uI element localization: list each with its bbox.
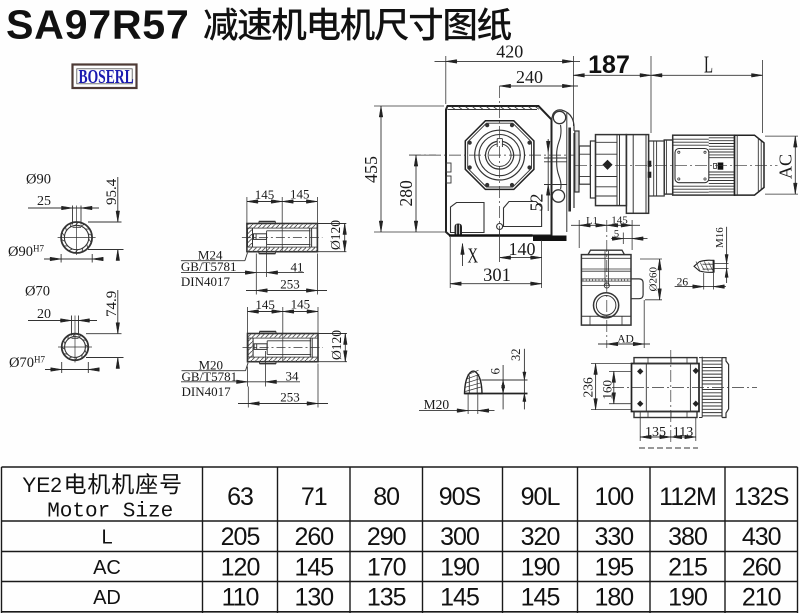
svg-text:BOSERL: BOSERL xyxy=(79,66,134,88)
svg-text:145: 145 xyxy=(290,187,310,202)
svg-text:110: 110 xyxy=(222,584,259,612)
svg-text:215: 215 xyxy=(668,554,707,582)
svg-text:GB/T5781: GB/T5781 xyxy=(181,259,237,274)
svg-text:DIN4017: DIN4017 xyxy=(182,384,232,399)
svg-text:90S: 90S xyxy=(439,483,481,511)
svg-text:120: 120 xyxy=(221,554,260,582)
svg-text:Ø120: Ø120 xyxy=(328,220,343,250)
svg-text:Ø90H7: Ø90H7 xyxy=(8,244,44,261)
svg-text:M24: M24 xyxy=(198,248,223,263)
svg-text:34: 34 xyxy=(286,369,300,384)
svg-text:145: 145 xyxy=(611,215,628,227)
svg-text:Ø260: Ø260 xyxy=(648,267,660,292)
svg-text:GB/T5781: GB/T5781 xyxy=(182,369,238,384)
svg-text:95.4: 95.4 xyxy=(104,178,120,205)
svg-text:6: 6 xyxy=(488,368,503,375)
svg-text:170: 170 xyxy=(367,554,406,582)
svg-text:Ø70H7: Ø70H7 xyxy=(9,355,45,372)
svg-text:130: 130 xyxy=(294,584,333,612)
svg-text:380: 380 xyxy=(668,523,707,551)
svg-text:90L: 90L xyxy=(521,483,561,511)
svg-text:253: 253 xyxy=(280,277,300,292)
svg-text:80: 80 xyxy=(373,483,399,511)
svg-text:M16: M16 xyxy=(714,227,726,248)
svg-text:236: 236 xyxy=(581,377,596,398)
svg-text:63: 63 xyxy=(227,483,253,511)
svg-text:Ø90: Ø90 xyxy=(26,172,51,188)
svg-text:145: 145 xyxy=(255,297,275,312)
svg-text:300: 300 xyxy=(440,523,479,551)
svg-text:190: 190 xyxy=(440,554,479,582)
svg-text:240: 240 xyxy=(516,67,543,87)
svg-text:25: 25 xyxy=(37,194,51,209)
svg-text:430: 430 xyxy=(742,523,781,551)
svg-text:AC: AC xyxy=(775,154,795,179)
svg-text:20: 20 xyxy=(37,307,51,322)
svg-text:455: 455 xyxy=(361,156,381,183)
svg-text:100: 100 xyxy=(594,483,633,511)
svg-text:M20: M20 xyxy=(199,358,224,373)
svg-text:145: 145 xyxy=(291,297,311,312)
svg-text:301: 301 xyxy=(483,266,511,286)
svg-text:320: 320 xyxy=(521,523,560,551)
svg-text:AD: AD xyxy=(617,334,634,346)
svg-text:160: 160 xyxy=(600,380,615,400)
svg-text:L1: L1 xyxy=(586,216,598,227)
svg-text:113: 113 xyxy=(673,425,693,440)
svg-text:L: L xyxy=(101,527,112,549)
svg-text:AC: AC xyxy=(93,557,121,579)
svg-text:YE2: YE2 xyxy=(22,474,62,497)
svg-text:Ø70: Ø70 xyxy=(25,284,50,300)
svg-text:180: 180 xyxy=(594,584,633,612)
svg-text:145: 145 xyxy=(255,187,275,202)
svg-text:187: 187 xyxy=(588,51,630,79)
svg-text:145: 145 xyxy=(440,584,479,612)
svg-text:132S: 132S xyxy=(734,483,789,511)
svg-text:195: 195 xyxy=(594,554,633,582)
svg-text:Motor Size: Motor Size xyxy=(47,501,173,524)
svg-text:260: 260 xyxy=(294,523,333,551)
svg-text:280: 280 xyxy=(396,180,416,207)
svg-text:210: 210 xyxy=(742,584,781,612)
svg-text:205: 205 xyxy=(221,523,260,551)
svg-text:330: 330 xyxy=(594,523,633,551)
svg-text:145: 145 xyxy=(294,554,333,582)
svg-text:M20: M20 xyxy=(424,397,450,412)
svg-text:X: X xyxy=(468,244,479,267)
svg-text:290: 290 xyxy=(367,523,406,551)
svg-text:112M: 112M xyxy=(659,483,716,511)
svg-text:420: 420 xyxy=(496,42,523,62)
svg-text:26: 26 xyxy=(677,277,689,289)
svg-text:74.9: 74.9 xyxy=(104,291,120,317)
svg-text:SA97R57: SA97R57 xyxy=(6,2,190,48)
svg-text:190: 190 xyxy=(668,584,707,612)
svg-text:135: 135 xyxy=(645,425,666,440)
svg-text:135: 135 xyxy=(367,584,406,612)
svg-text:190: 190 xyxy=(521,554,560,582)
svg-text:140: 140 xyxy=(509,239,536,259)
svg-text:DIN4017: DIN4017 xyxy=(181,274,231,289)
svg-text:5: 5 xyxy=(614,229,619,240)
svg-text:AD: AD xyxy=(93,587,121,609)
svg-text:260: 260 xyxy=(742,554,781,582)
svg-text:41: 41 xyxy=(291,260,304,275)
svg-text:253: 253 xyxy=(280,390,300,405)
svg-text:Ø120: Ø120 xyxy=(329,330,344,360)
svg-text:145: 145 xyxy=(521,584,560,612)
svg-text:L: L xyxy=(704,52,713,78)
svg-text:71: 71 xyxy=(301,483,327,511)
svg-text:52: 52 xyxy=(527,194,547,212)
svg-text:32: 32 xyxy=(509,349,523,362)
